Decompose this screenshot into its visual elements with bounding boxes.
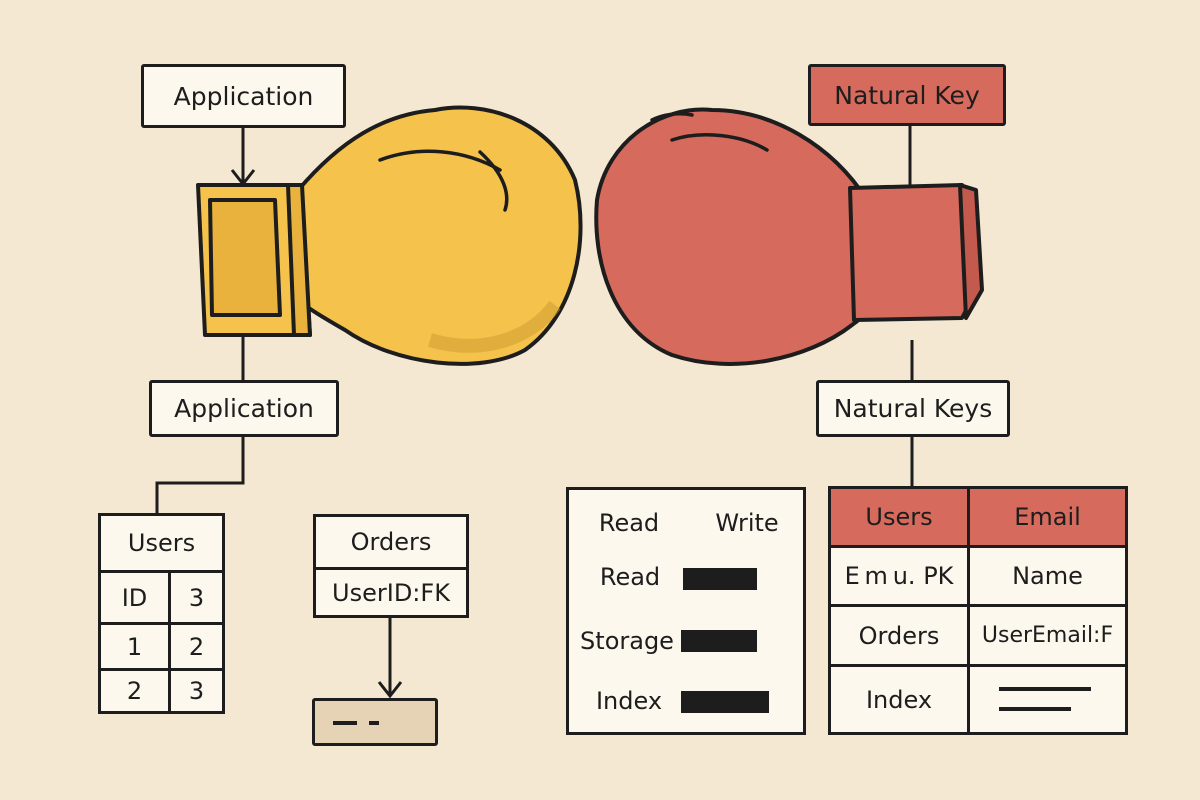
arrow-head-box (377, 681, 403, 699)
users-cell: 3 (188, 583, 205, 612)
natural-keys-table: Users Email E m u. PK Name Orders UserEm… (828, 486, 1128, 735)
users-cell: 2 (126, 677, 143, 705)
users-cell: 2 (188, 632, 205, 661)
natural-key-top-text: Natural Key (834, 80, 980, 110)
natural-cell: E m u. PK (844, 562, 954, 590)
yellow-boxing-glove-icon (196, 105, 583, 366)
compare-row-label: Index (595, 687, 663, 715)
read-write-table: Read Write Read Storage Index (566, 487, 806, 735)
natural-header: Users (865, 503, 933, 531)
users-table-title: Users (127, 529, 196, 557)
placeholder-dash (333, 721, 357, 725)
natural-cell: Name (1012, 562, 1083, 590)
index-line (999, 707, 1071, 711)
application-mid-text: Application (174, 394, 314, 423)
index-line (999, 687, 1091, 691)
placeholder-record-box (312, 698, 438, 746)
orders-table-title: Orders (350, 528, 432, 556)
users-cell: ID (121, 583, 148, 612)
natural-keys-mid-label: Natural Keys (816, 380, 1010, 437)
compare-header: Write (715, 509, 779, 537)
natural-keys-mid-text: Natural Keys (833, 394, 993, 423)
natural-cell: Orders (858, 621, 940, 650)
application-top-label: Application (141, 64, 346, 128)
users-cell: 3 (188, 677, 205, 705)
users-cell: 1 (126, 632, 143, 661)
compare-header: Read (598, 509, 660, 537)
application-mid-label: Application (149, 380, 339, 437)
read-bar (683, 568, 757, 590)
connector-app-to-users (155, 437, 245, 516)
placeholder-dash (369, 721, 379, 725)
natural-key-top-label: Natural Key (808, 64, 1006, 126)
compare-row-label: Read (599, 563, 661, 591)
red-boxing-glove-icon (594, 107, 984, 366)
orders-table: Orders UserID:FK (313, 514, 469, 618)
application-top-text: Application (173, 81, 314, 111)
compare-row-label: Storage (580, 627, 674, 655)
natural-header: Email (1014, 503, 1081, 531)
users-table: Users ID 3 1 2 2 3 (98, 513, 225, 714)
storage-bar (681, 630, 757, 652)
orders-field: UserID:FK (332, 578, 450, 607)
natural-cell: Index (865, 685, 933, 714)
index-bar (681, 691, 769, 713)
natural-cell: UserEmail:F (981, 623, 1114, 648)
